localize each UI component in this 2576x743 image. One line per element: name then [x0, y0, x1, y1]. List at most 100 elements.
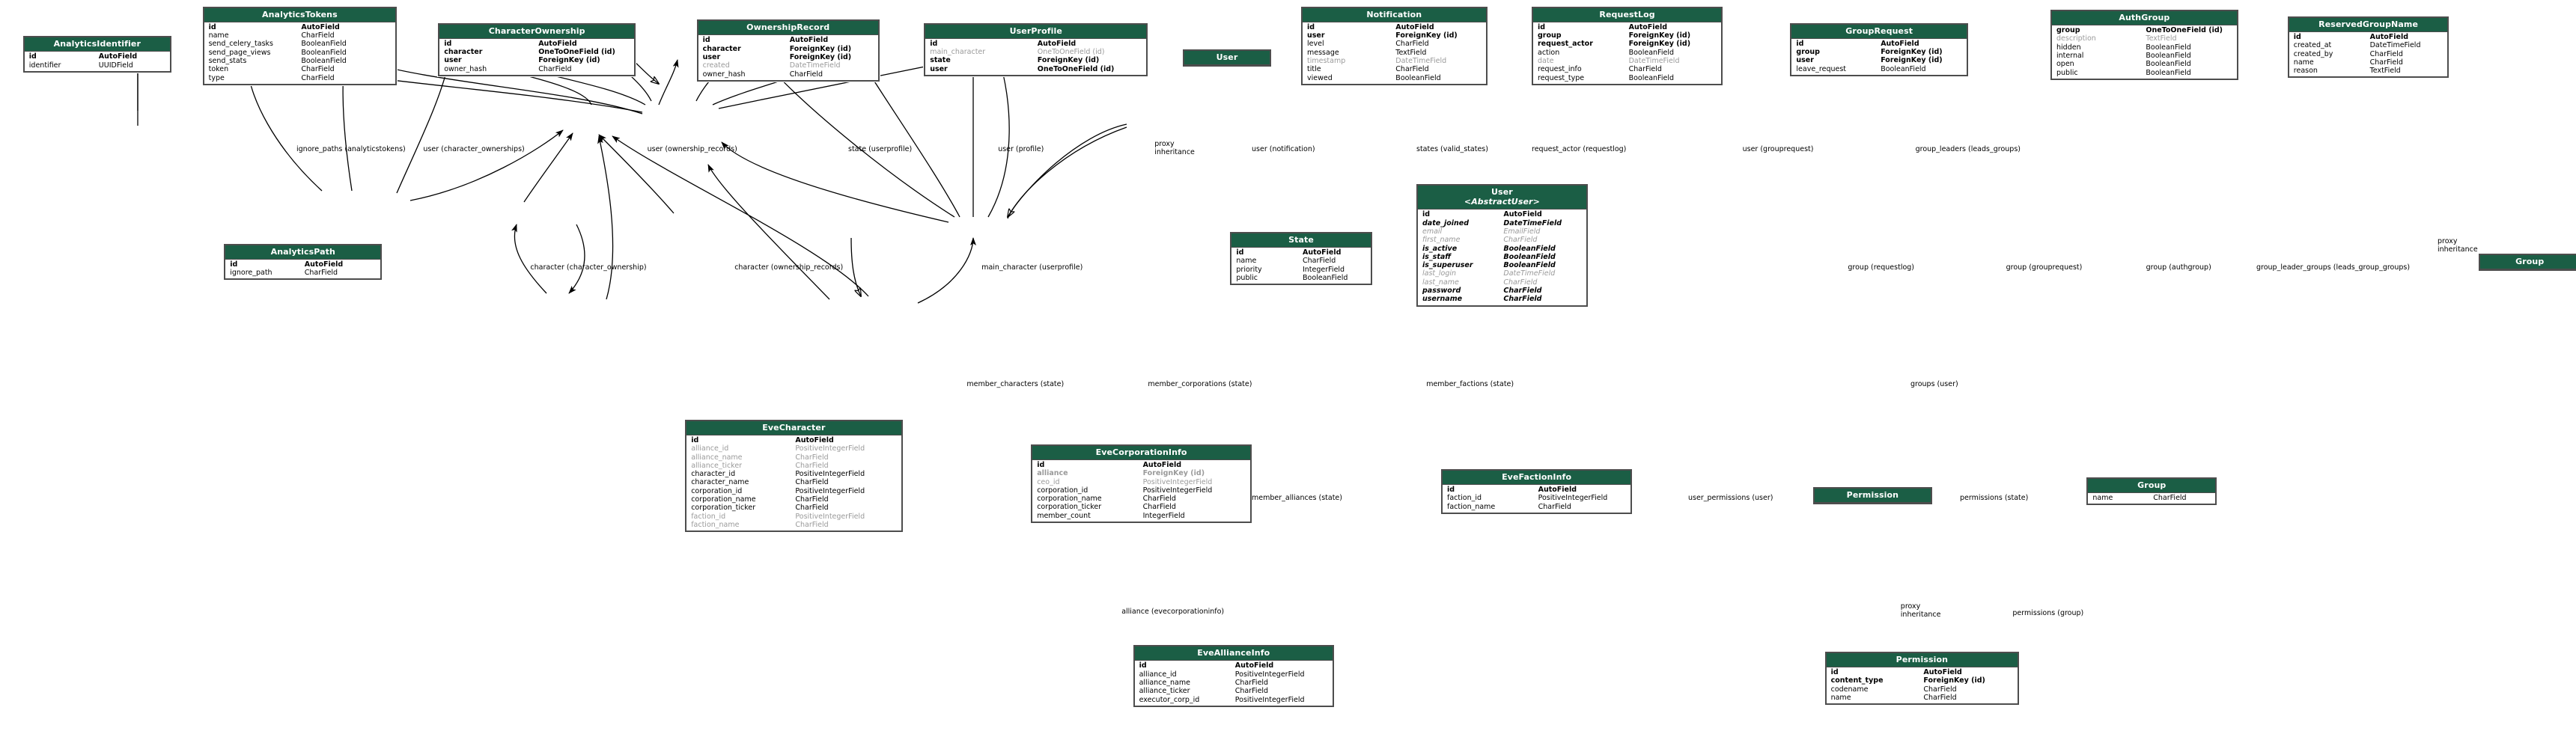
field-type: BooleanField [1395, 73, 1441, 82]
entity-group[interactable]: Group [2479, 253, 2576, 271]
field-name: leave_request [1796, 64, 1847, 73]
field-name: email [1422, 227, 1443, 236]
field-type: OneToOneField (id) [1037, 48, 1105, 57]
field-name: title [1307, 65, 1321, 74]
field-name: corporation_id [691, 486, 743, 495]
edge-label: proxy inheritance [1900, 602, 1941, 620]
field-type: AutoField [301, 22, 340, 31]
field-type: ForeignKey (id) [538, 56, 600, 65]
field-name: id [691, 436, 699, 444]
field-type: BooleanField [1628, 48, 1674, 57]
field-type: TextField [2369, 67, 2401, 76]
field-type: AutoField [1923, 668, 1962, 677]
field-type: CharField [1503, 278, 1538, 287]
field-name: alliance_name [1139, 678, 1190, 687]
field-type: AutoField [538, 39, 577, 48]
field-type: IntegerField [1142, 511, 1185, 520]
field-name: group [1538, 31, 1562, 40]
field-name: hidden [2056, 43, 2081, 52]
field-type: CharField [538, 64, 572, 73]
field-name: open [2056, 60, 2074, 69]
field-name: level [1307, 40, 1324, 49]
edge-label: member_factions (state) [1426, 380, 1514, 389]
edge-label: user_permissions (user) [1688, 494, 1773, 502]
field-name: date [1538, 56, 1554, 65]
field-type: AutoField [1881, 39, 1919, 48]
edge-label: character (character_ownership) [530, 263, 647, 272]
field-type: PositiveIntegerField [1234, 670, 1305, 679]
entity-permission[interactable]: Permission [1813, 487, 1932, 505]
field-name: faction_name [1447, 502, 1496, 511]
field-name: token [208, 65, 229, 74]
field-name: first_name [1422, 236, 1461, 245]
field-type: CharField [1503, 236, 1538, 245]
field-type: DateTimeField [789, 61, 841, 70]
field-name: state [930, 56, 951, 65]
field-name: last_name [1422, 278, 1459, 287]
field-name: name [208, 31, 229, 40]
field-type: CharField [304, 268, 338, 277]
field-name: priority [1236, 265, 1262, 274]
field-name: id [1037, 461, 1045, 469]
field-name: group [1796, 48, 1820, 57]
field-type: BooleanField [1302, 274, 1348, 283]
field-name: alliance_id [691, 444, 729, 453]
entity-title: Group [2088, 479, 2216, 493]
entity-user[interactable]: User [1182, 49, 1272, 67]
field-type: CharField [789, 70, 823, 79]
edge-label: alliance (evecorporationinfo) [1121, 607, 1225, 616]
field-type: CharField [2369, 49, 2403, 58]
field-type: ForeignKey (id) [1142, 469, 1205, 478]
edge-label: character (ownership_records) [734, 263, 844, 272]
entity-title: User [1184, 51, 1270, 65]
field-type: AutoField [795, 436, 834, 444]
field-name: character [444, 48, 483, 57]
